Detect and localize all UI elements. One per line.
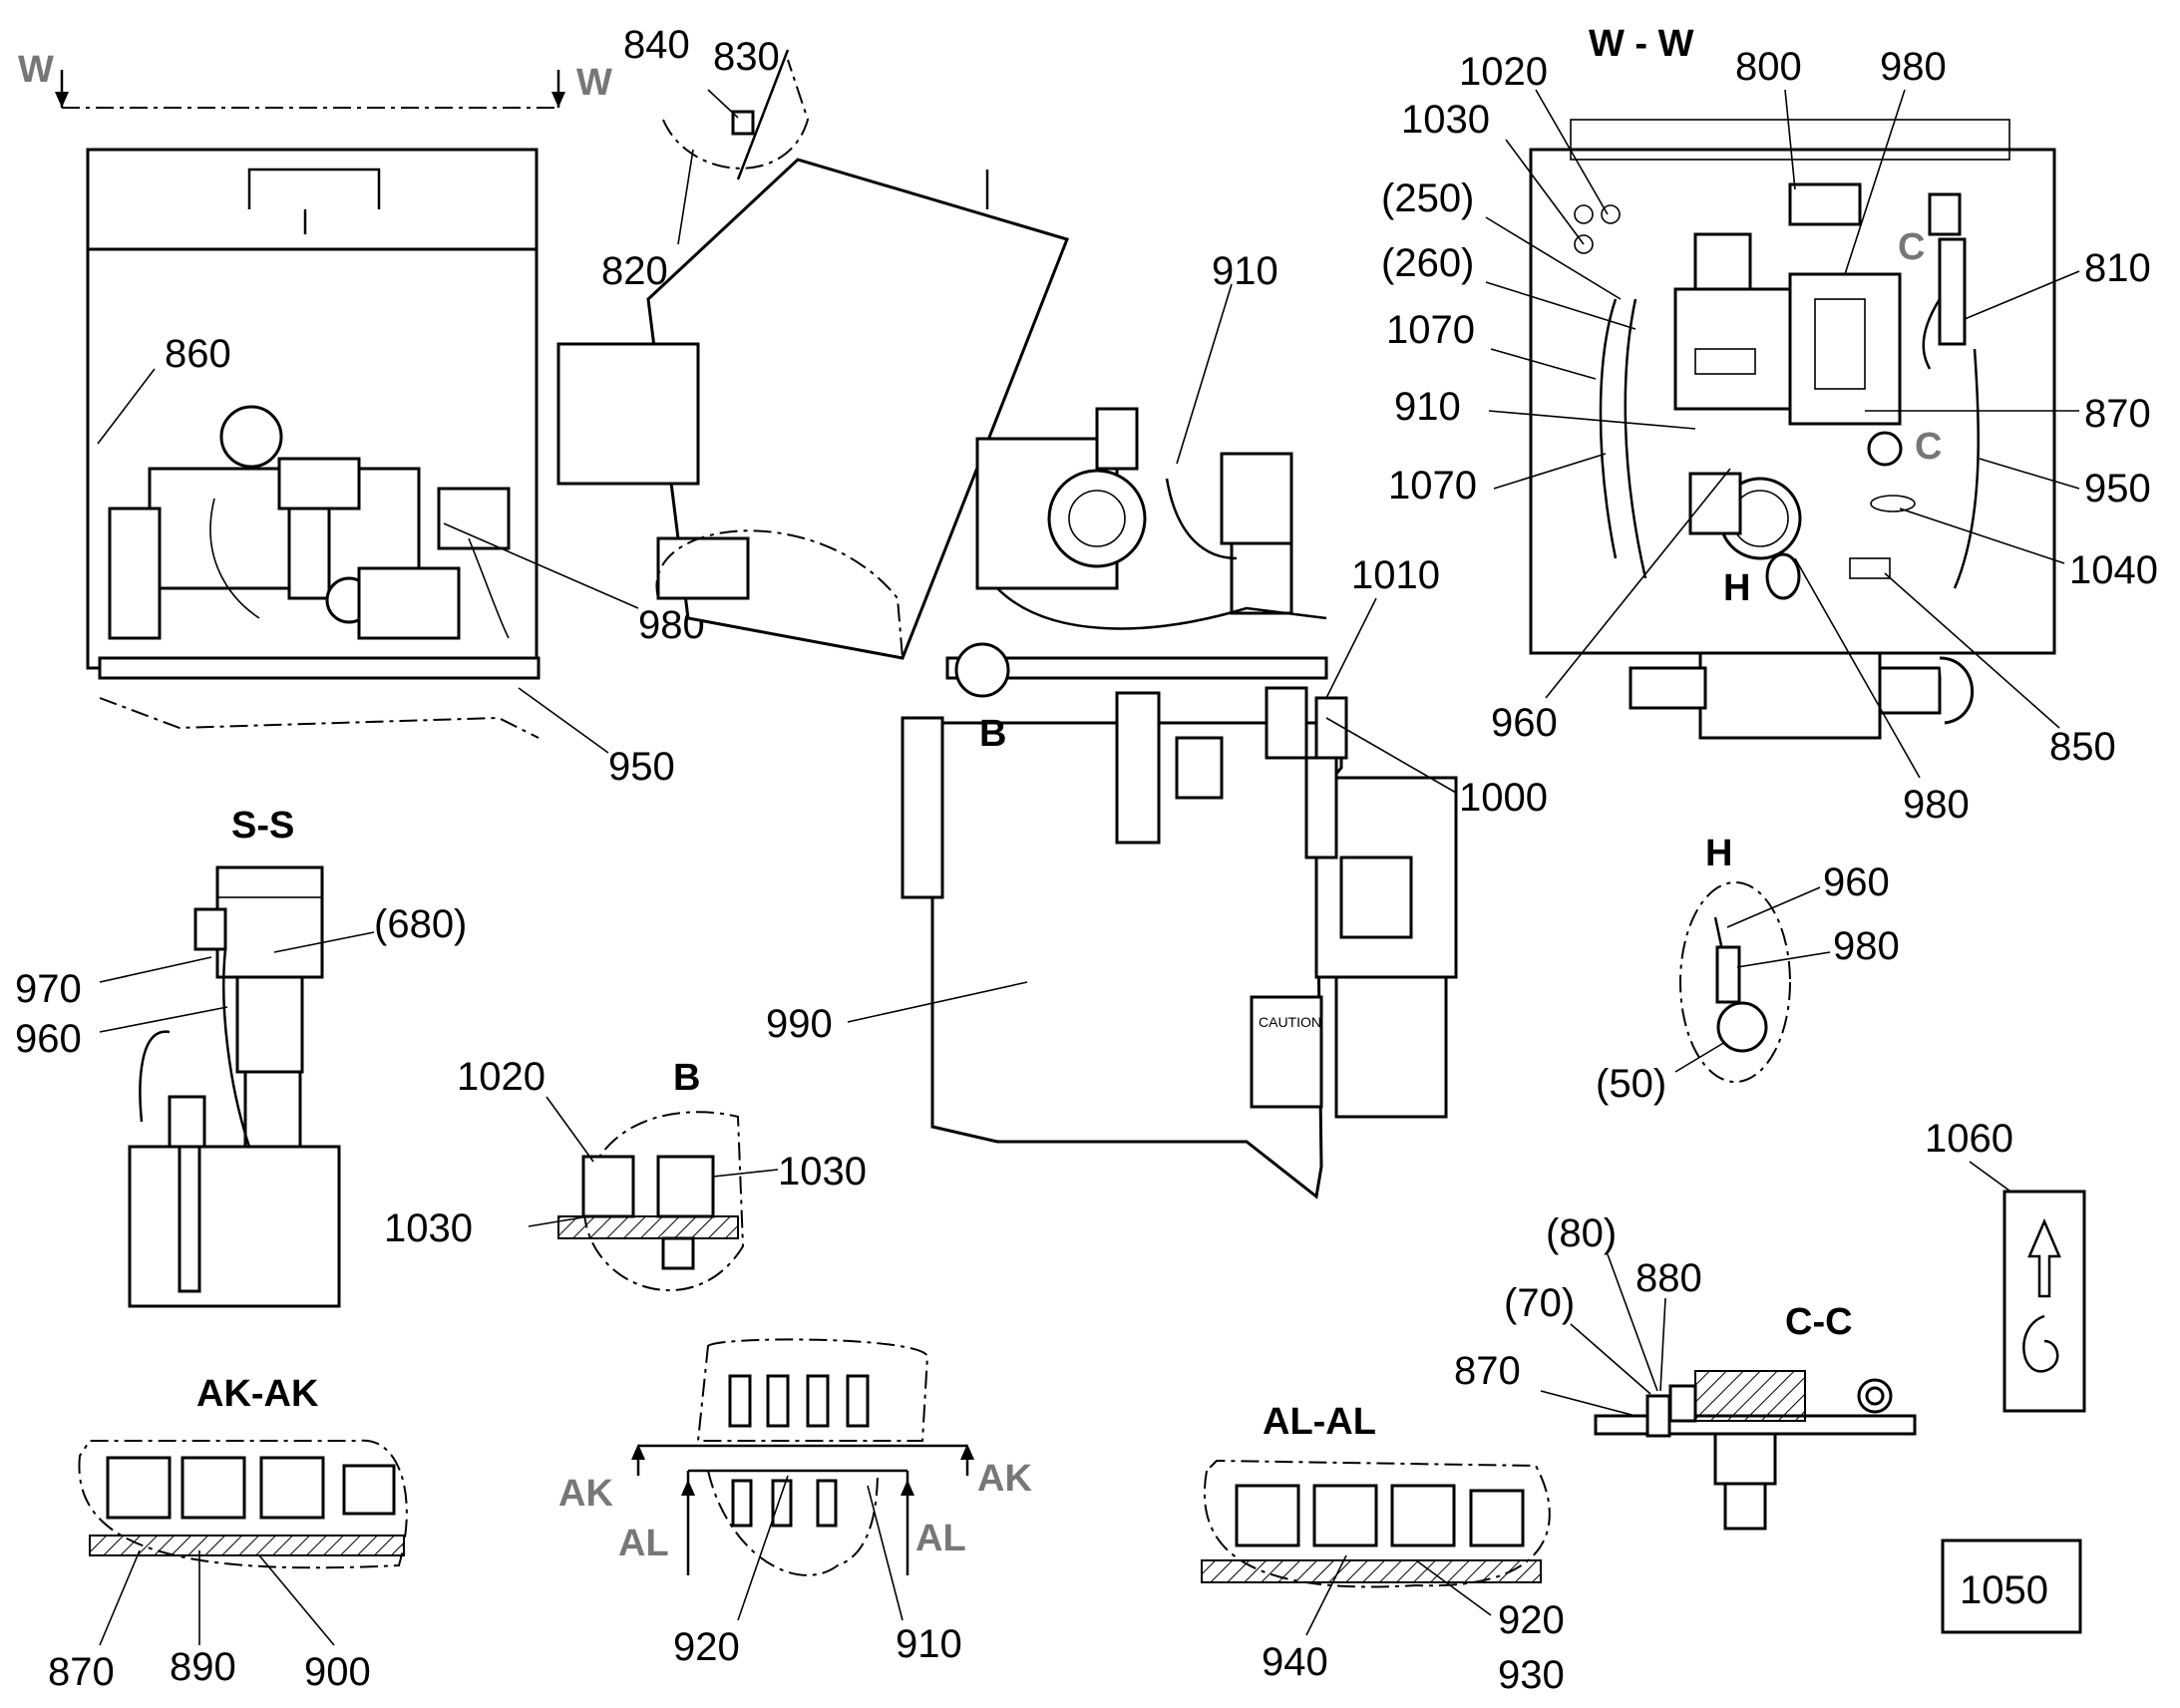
ss-view: S-S 970 960 (680) [15, 805, 467, 1308]
callout-980-ww-top: 980 [1880, 45, 1947, 89]
callout-1030-ww: 1030 [1401, 98, 1490, 142]
main-view: 840 830 820 B CAUTION 910 1010 [556, 23, 1548, 1199]
ww-view: W - W H C C 1020 103 [1381, 23, 2158, 827]
callout-950-front: 950 [608, 745, 675, 789]
callout-900: 900 [304, 1650, 371, 1694]
callout-870-ak: 870 [48, 1650, 115, 1694]
label-1060: 1060 [1925, 1117, 2086, 1413]
view-mark-h: H [1723, 567, 1750, 609]
callout-70: (70) [1504, 1281, 1575, 1325]
section-c-lower: C [1915, 426, 1942, 468]
section-al-right: AL [915, 1518, 966, 1559]
alal-view: AL-AL 940 920 930 [1201, 1401, 1565, 1697]
callout-960-ww: 960 [1491, 701, 1558, 745]
callout-1020-b: 1020 [457, 1055, 545, 1099]
callout-870-ww: 870 [2084, 392, 2151, 436]
callout-1010: 1010 [1351, 553, 1440, 597]
callout-940: 940 [1262, 1640, 1328, 1684]
callout-1060: 1060 [1925, 1117, 2013, 1161]
callout-910-main: 910 [1212, 249, 1278, 293]
view-title-alal: AL-AL [1263, 1401, 1376, 1443]
section-al-left: AL [618, 1523, 669, 1564]
section-c-upper: C [1898, 226, 1925, 268]
callout-960-ss: 960 [15, 1017, 82, 1061]
callout-960-h: 960 [1823, 860, 1890, 904]
box-1050: 1050 [1941, 1538, 2082, 1634]
callout-930: 930 [1498, 1653, 1565, 1697]
section-ak-right: AK [977, 1458, 1032, 1500]
callout-1070-b: 1070 [1388, 464, 1477, 508]
callout-1000: 1000 [1459, 776, 1548, 820]
section-w-right: W [576, 62, 612, 104]
callout-260: (260) [1381, 241, 1474, 285]
view-mark-b: B [979, 713, 1006, 755]
callout-980-h: 980 [1833, 924, 1900, 968]
h-detail: H 960 980 (50) [1596, 833, 1900, 1106]
callout-890: 890 [170, 1645, 236, 1689]
callout-950-ww: 950 [2084, 467, 2151, 511]
callout-250: (250) [1381, 176, 1474, 220]
callout-1050: 1050 [1960, 1568, 2048, 1612]
callout-820: 820 [601, 249, 668, 293]
callout-850: 850 [2049, 725, 2116, 769]
view-title-cc: C-C [1785, 1301, 1853, 1343]
b-detail: B 1020 1030 1030 [384, 1055, 867, 1291]
callout-880: 880 [1635, 1256, 1702, 1300]
callout-810: 810 [2084, 246, 2151, 290]
callout-1040: 1040 [2069, 548, 2158, 592]
callout-920-al: 920 [1498, 1598, 1565, 1642]
front-view: W W 860 980 950 [18, 49, 705, 789]
callout-830: 830 [713, 35, 780, 79]
callout-80: (80) [1546, 1211, 1617, 1255]
view-title-b: B [673, 1057, 700, 1099]
section-ak-left: AK [558, 1473, 613, 1515]
callout-870-cc: 870 [1454, 1349, 1521, 1393]
view-title-akak: AK-AK [196, 1373, 319, 1415]
callout-970: 970 [15, 967, 82, 1011]
akak-view: AK-AK 870 890 900 [48, 1373, 408, 1694]
callout-680: (680) [374, 902, 467, 946]
caution-label: CAUTION [1259, 1014, 1321, 1030]
callout-800: 800 [1735, 45, 1802, 89]
view-title-h: H [1705, 833, 1732, 874]
callout-990: 990 [766, 1002, 833, 1046]
callout-1030-b-right: 1030 [778, 1150, 867, 1194]
callout-980-ww-bottom: 980 [1903, 783, 1970, 827]
view-title-ww: W - W [1589, 23, 1694, 65]
callout-50: (50) [1596, 1062, 1666, 1106]
callout-840: 840 [623, 23, 690, 67]
callout-910-ww: 910 [1394, 385, 1461, 429]
callout-920-akal: 920 [673, 1625, 740, 1669]
callout-1070-a: 1070 [1386, 308, 1475, 352]
view-title-ss: S-S [231, 805, 294, 847]
section-w-left: W [18, 49, 54, 91]
callout-1020-ww: 1020 [1459, 50, 1548, 94]
cc-view: C-C (80) 880 (70) 870 [1454, 1211, 1917, 1531]
callout-860: 860 [165, 332, 231, 376]
ak-al-view: AK AK AL AL 920 910 [558, 1338, 1032, 1669]
callout-910-akal: 910 [896, 1622, 962, 1666]
callout-1030-b-left: 1030 [384, 1206, 473, 1250]
